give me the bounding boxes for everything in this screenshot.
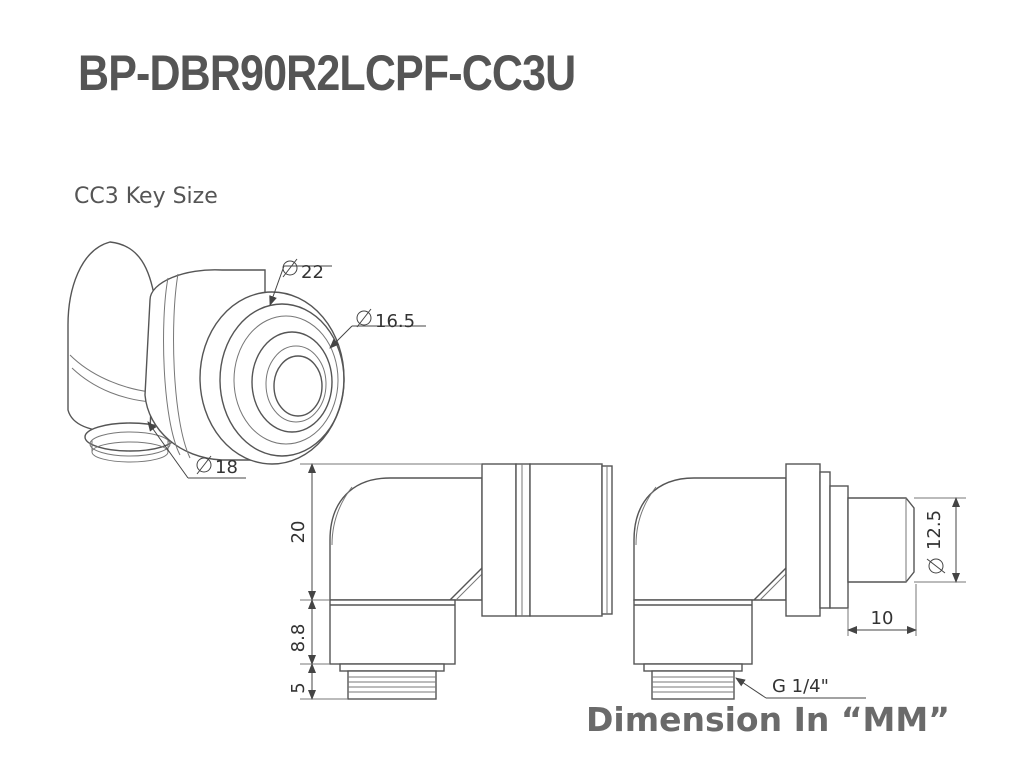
- iso-dim-d16-5: 16.5: [329, 308, 426, 349]
- side-dim-l10: 10: [847, 584, 917, 636]
- dim-thread-value: G 1/4": [772, 676, 829, 697]
- side-dim-thread: G 1/4": [735, 676, 866, 699]
- iso-dim-d22: 22: [269, 258, 332, 306]
- dim-h5-value: 5: [288, 682, 309, 693]
- dim-d12-5-value: 12.5: [924, 510, 945, 550]
- side-dim-vertical: 20 8.8 5: [288, 463, 482, 700]
- iso-fitting-view: [67, 241, 345, 465]
- dim-l10-value: 10: [871, 608, 894, 629]
- diameter-symbol-icon: [926, 558, 946, 574]
- dim-h20-value: 20: [288, 521, 309, 544]
- dim-d22-value: 22: [301, 262, 324, 283]
- units-footer: Dimension In “MM”: [586, 700, 950, 739]
- side-view-right: [633, 463, 915, 700]
- dim-h8-8-value: 8.8: [288, 624, 309, 653]
- iso-dim-d18: 18: [147, 421, 246, 479]
- diameter-symbol-icon: [356, 308, 372, 328]
- diameter-symbol-icon: [282, 258, 298, 278]
- side-view-left: [329, 463, 613, 700]
- diameter-symbol-icon: [196, 455, 212, 475]
- key-size-label: CC3 Key Size: [74, 184, 218, 209]
- dim-d16-5-value: 16.5: [375, 311, 415, 332]
- dim-d18-value: 18: [215, 457, 238, 478]
- page-title: BP-DBR90R2LCPF-CC3U: [78, 45, 576, 101]
- side-dim-d12-5: 12.5: [914, 497, 966, 583]
